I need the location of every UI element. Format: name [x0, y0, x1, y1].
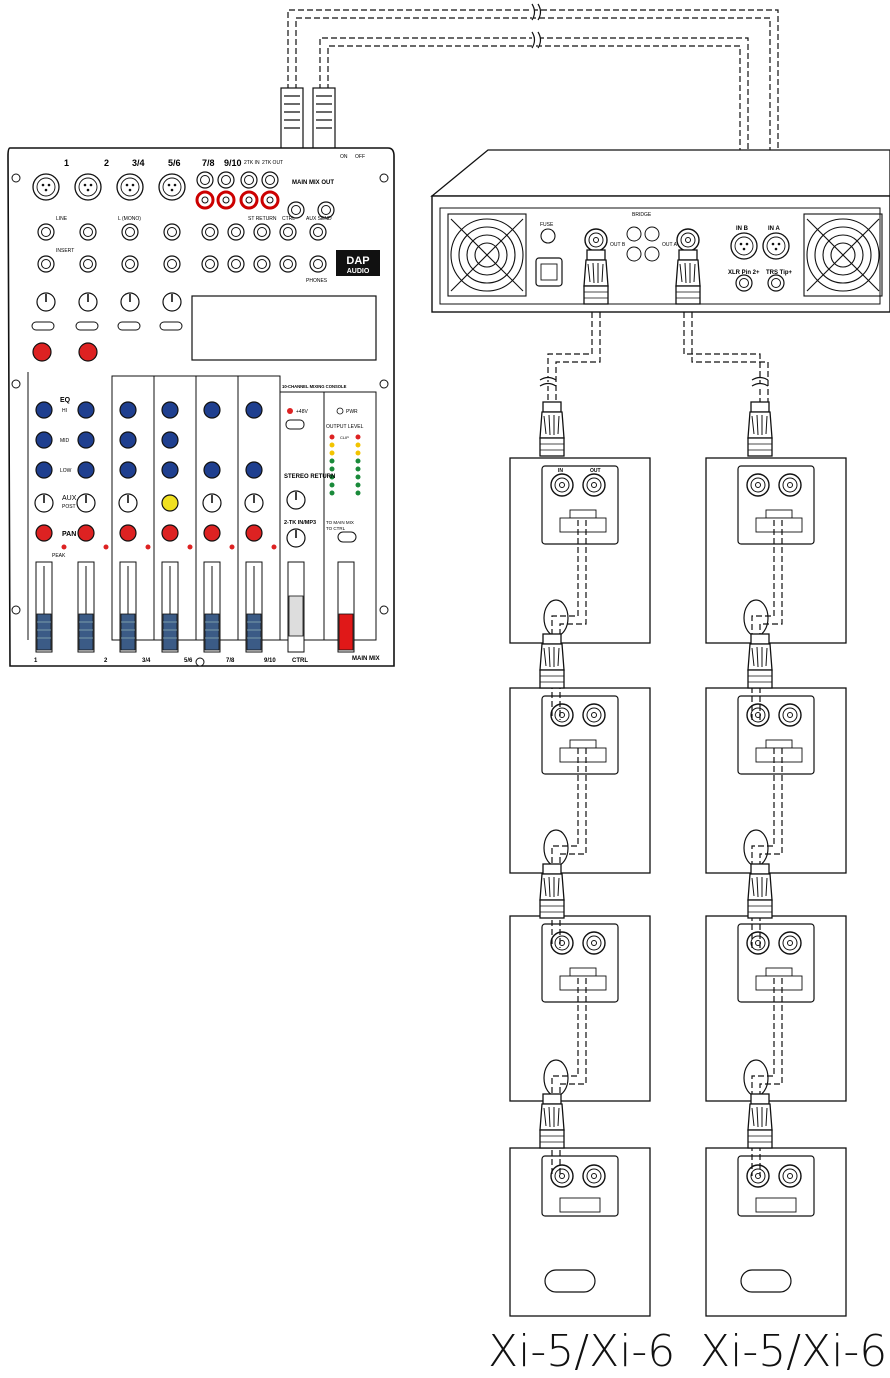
fader-label-7-8: 7/8	[226, 658, 235, 664]
phantom-label: +48V	[296, 409, 308, 415]
two-tk-mp3-label: 2-TK IN/MP3	[284, 520, 316, 526]
ch-label-5-6: 5/6	[168, 158, 181, 168]
ch-label-9-10: 9/10	[224, 158, 242, 168]
to-main-mix-switch[interactable]	[337, 531, 357, 543]
console-title: 10-CHANNEL MIXING CONSOLE	[282, 384, 347, 389]
fader-label-9-10: 9/10	[264, 658, 276, 664]
in-b-label: IN B	[736, 226, 749, 232]
main-out-cables	[287, 9, 779, 160]
svg-text:DAP: DAP	[346, 255, 369, 267]
channel-faders[interactable]	[35, 561, 355, 653]
cable-breaks-speaker	[539, 376, 769, 387]
dap-audio-logo: DAP AUDIO	[336, 250, 380, 276]
main-mix-label: MAIN MIX	[352, 656, 380, 662]
aux-send-label: AUX SEND	[306, 216, 332, 222]
amplifier: FUSE OUT B OUT A BRIDGE IN B IN A XLR Pi…	[430, 149, 890, 313]
mixer: 1 2 3/4 5/6 7/8 9/10 2TK IN 2TK OUT MAIN…	[7, 147, 395, 667]
ch-label-1: 1	[64, 158, 69, 168]
to-ctrl-label: TO CTRL	[326, 526, 346, 531]
to-main-mix-label: TO MAIN MIX	[326, 520, 354, 525]
line-label: LINE	[56, 216, 68, 222]
power-off-label: OFF	[355, 154, 365, 160]
power-on-label: ON	[340, 154, 348, 160]
eq-knobs[interactable]	[35, 401, 263, 479]
ch-label-7-8: 7/8	[202, 158, 215, 168]
st-return-label: ST RETURN	[248, 216, 277, 222]
level-meter	[329, 434, 361, 496]
fader-label-1: 1	[34, 658, 38, 664]
phones-label: PHONES	[306, 278, 328, 284]
pan-label: PAN	[62, 531, 76, 538]
fan-left	[447, 213, 527, 297]
eq-label: EQ	[60, 397, 71, 404]
two-tk-in-label: 2TK IN	[244, 160, 260, 166]
out-b-label: OUT B	[610, 242, 626, 248]
stereo-return-label: STEREO RETURN	[284, 474, 335, 480]
output-level-label: OUTPUT LEVEL	[326, 424, 364, 430]
ch-label-3-4: 3/4	[132, 158, 145, 168]
aux-label: AUX	[62, 495, 77, 502]
low-label: LOW	[60, 468, 72, 474]
two-tk-out-label: 2TK OUT	[262, 160, 283, 166]
ctrl-fader-label: CTRL	[292, 658, 308, 664]
trs-tip-label: TRS Tip+	[766, 270, 793, 276]
mid-label: MID	[60, 438, 70, 444]
speaker-chain-right	[705, 401, 847, 1317]
l-mono-label: L (MONO)	[118, 216, 141, 222]
out-a-label: OUT A	[662, 242, 678, 248]
bridge-label: BRIDGE	[632, 212, 652, 218]
main-mix-out-label: MAIN MIX OUT	[292, 180, 334, 186]
post-label: POST	[62, 504, 76, 510]
aux-knobs[interactable]	[34, 493, 264, 513]
clip-label: CLIP	[340, 435, 349, 440]
in-a-label: IN A	[768, 226, 780, 232]
speaker-in-label: IN	[558, 468, 563, 474]
speaker-model-caption-right: Xi-5/Xi-6	[700, 1326, 888, 1377]
pwr-label: PWR	[346, 409, 358, 415]
insert-label: INSERT	[56, 248, 74, 254]
speaker-out-label: OUT	[590, 468, 601, 474]
ch-label-2: 2	[104, 158, 109, 168]
phantom-switch[interactable]	[285, 419, 305, 430]
cable-break-marks	[531, 3, 542, 49]
fuse-label: FUSE	[540, 222, 554, 228]
ctrl-label: CTRL	[282, 216, 295, 222]
speaker-cables	[547, 312, 769, 420]
speaker-chain-left	[509, 401, 651, 1317]
fader-label-5-6: 5/6	[184, 658, 193, 664]
fan-right	[803, 213, 883, 297]
pan-knobs[interactable]	[35, 524, 263, 542]
fader-label-2: 2	[104, 658, 108, 664]
svg-text:AUDIO: AUDIO	[347, 268, 370, 275]
fader-label-3-4: 3/4	[142, 658, 151, 664]
hi-label: HI	[62, 408, 67, 414]
speaker-model-caption-left: Xi-5/Xi-6	[488, 1326, 676, 1377]
xlr-pin-label: XLR Pin 2+	[728, 270, 760, 276]
peak-label: PEAK	[52, 553, 66, 559]
